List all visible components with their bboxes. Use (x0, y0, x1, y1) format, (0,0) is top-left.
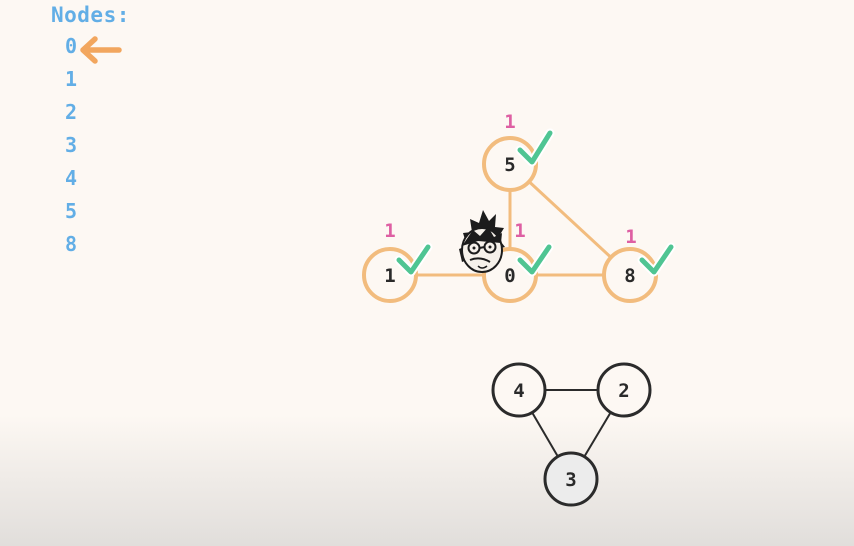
node-list-item-1: 1 (65, 67, 78, 91)
node-5-visit-count: 1 (504, 111, 515, 133)
node-1-check-icon (394, 242, 433, 277)
node-0-visit-count: 1 (514, 220, 525, 242)
node-list-item-5: 5 (65, 199, 78, 223)
node-list-item-4: 4 (65, 166, 78, 190)
node-2: 2 (596, 362, 652, 418)
node-0-label: 0 (504, 265, 515, 287)
node-2-label: 2 (618, 380, 629, 402)
node-8: 8 (602, 247, 658, 303)
node-8-label: 8 (624, 265, 635, 287)
node-list-item-2: 2 (65, 100, 78, 124)
node-1-visit-count: 1 (384, 220, 395, 242)
node-1-label: 1 (384, 265, 395, 287)
cartoon-character-icon (459, 210, 505, 273)
node-3-label: 3 (565, 469, 576, 491)
node-list-item-8: 8 (65, 232, 78, 256)
node-0-check-icon (515, 242, 554, 277)
node-3: 3 (543, 451, 599, 507)
node-list: 0 1 2 3 4 5 8 (51, 34, 130, 265)
nodes-title: Nodes: (51, 3, 130, 27)
node-4: 4 (491, 362, 547, 418)
node-8-check-icon (637, 242, 676, 277)
node-5-label: 5 (504, 154, 515, 176)
node-list-item-3: 3 (65, 133, 78, 157)
node-4-label: 4 (513, 380, 524, 402)
graph-edges (390, 162, 632, 480)
node-5-check-icon (515, 128, 555, 167)
current-pointer-arrow-icon (80, 35, 122, 64)
node-8-visit-count: 1 (625, 226, 636, 248)
nodes-panel: Nodes: 0 1 2 3 4 5 8 (51, 2, 130, 265)
node-list-item-0: 0 (65, 34, 78, 58)
